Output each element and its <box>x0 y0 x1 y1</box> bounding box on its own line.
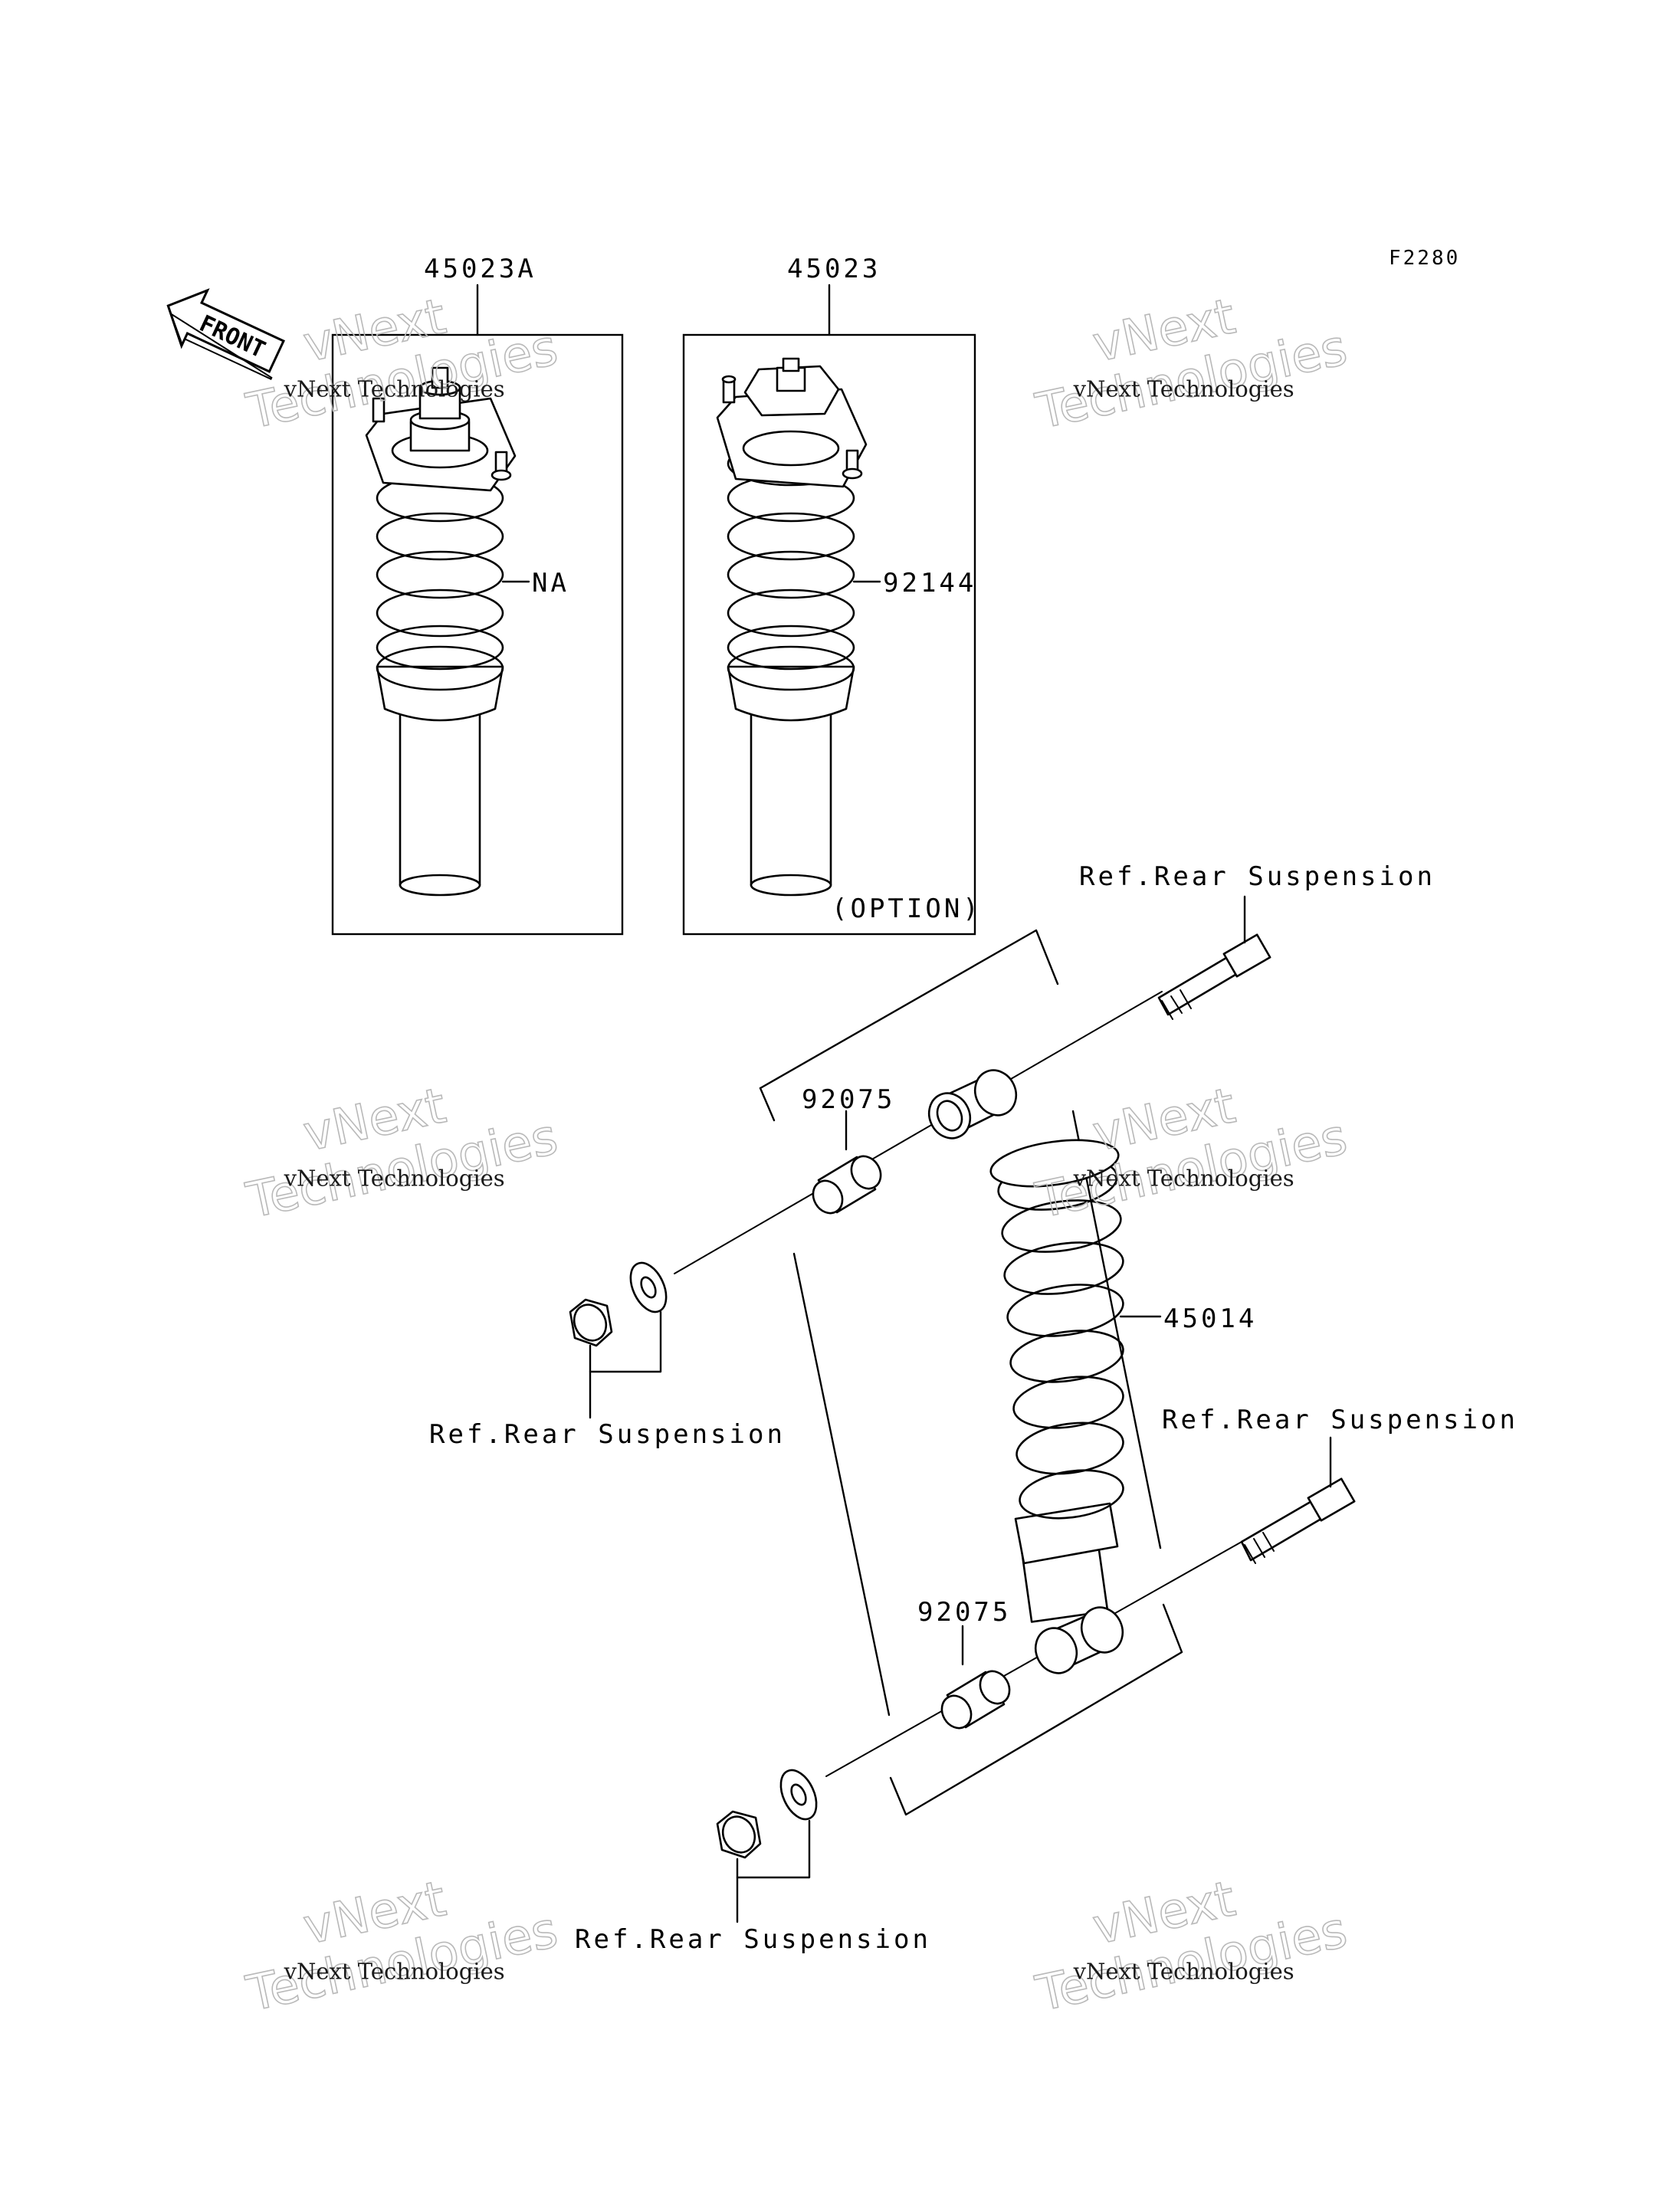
shock-box-45023: 45023 92144 (OPTION) <box>682 254 982 936</box>
upper-bushing-92075: 92075 <box>802 1084 895 1215</box>
shock-assembly-45014: 45014 <box>674 929 1257 1816</box>
shock-box-45023a: 45023A NA <box>331 254 624 936</box>
watermark-bottom-left: vNext Technologies vNext Technologies <box>241 1871 563 2024</box>
svg-text:vNext Technologies: vNext Technologies <box>284 375 505 402</box>
spring-coils <box>997 1157 1124 1520</box>
upper-mount-bolt: Ref.Rear Suspension <box>1079 861 1436 1020</box>
diagram-code: F2280 <box>1389 247 1460 270</box>
lower-nut-washer: Ref.Rear Suspension <box>575 1769 931 1955</box>
label-92075-lower: 92075 <box>917 1597 1011 1628</box>
svg-text:vNext Technologies: vNext Technologies <box>1073 375 1294 402</box>
label-92144: 92144 <box>883 568 976 598</box>
label-ref-mid-left: Ref.Rear Suspension <box>429 1419 786 1450</box>
label-45014: 45014 <box>1163 1303 1257 1334</box>
upper-nut-washer: Ref.Rear Suspension <box>429 1261 786 1450</box>
lower-bushing-92075: 92075 <box>917 1597 1011 1730</box>
label-na: NA <box>532 568 569 598</box>
label-ref-top-right: Ref.Rear Suspension <box>1079 861 1436 892</box>
label-ref-mid-right: Ref.Rear Suspension <box>1162 1405 1518 1435</box>
label-92075-upper: 92075 <box>802 1084 895 1115</box>
label-45023: 45023 <box>787 254 881 284</box>
lower-mount-bolt: Ref.Rear Suspension <box>1162 1405 1518 1564</box>
label-45023a: 45023A <box>424 254 536 284</box>
watermark-mid-left: vNext Technologies vNext Technologies <box>241 1077 563 1231</box>
label-option: (OPTION) <box>832 894 982 924</box>
svg-text:vNext Technologies: vNext Technologies <box>1073 1165 1294 1191</box>
watermark-bottom-right: vNext Technologies vNext Technologies <box>1030 1871 1352 2024</box>
svg-text:vNext Technologies: vNext Technologies <box>284 1165 505 1191</box>
front-arrow-icon: FRONT <box>166 288 285 381</box>
svg-text:vNext Technologies: vNext Technologies <box>284 1958 505 1984</box>
label-ref-bottom: Ref.Rear Suspension <box>575 1924 931 1955</box>
watermark-top-right: vNext Technologies vNext Technologies <box>1030 288 1352 441</box>
svg-text:vNext Technologies: vNext Technologies <box>1073 1958 1294 1984</box>
